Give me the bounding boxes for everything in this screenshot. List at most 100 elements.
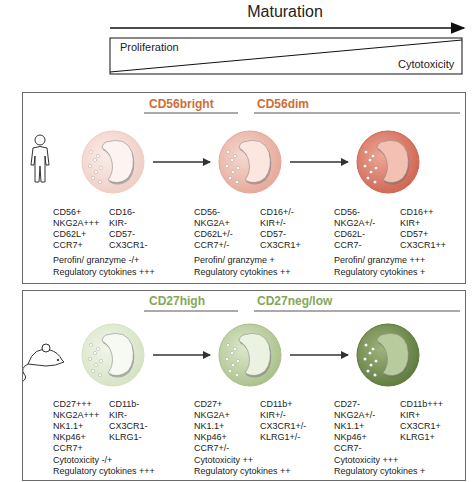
granule bbox=[236, 359, 239, 362]
granule bbox=[228, 369, 231, 372]
granule bbox=[371, 347, 374, 350]
cell-body bbox=[219, 131, 281, 193]
marker-list: CD27+++ NKG2A+++ NK1.1+ NKp46+ CCR7+ bbox=[53, 399, 99, 454]
nk-cell: CD27- NKG2A+/- NK1.1+ NKp46+ CCR7-CD11b+… bbox=[356, 323, 420, 387]
function-line: Regulatory cytokines ++ bbox=[194, 466, 291, 477]
group-bracket bbox=[254, 113, 460, 114]
nk-cell: CD56+ NKG2A+++ CD62L+ CCR7+CD16- KIR- CD… bbox=[81, 130, 145, 194]
granule bbox=[373, 373, 376, 376]
cell-nucleus bbox=[377, 140, 408, 182]
granule bbox=[233, 347, 236, 350]
function-line: Cytotoxicity ++ bbox=[194, 455, 253, 466]
granule bbox=[88, 357, 91, 360]
function-line: Regulatory cytokines + bbox=[334, 267, 425, 278]
subset-header: CD27high bbox=[149, 294, 205, 308]
maturation-connector bbox=[290, 161, 348, 163]
cell-body bbox=[219, 324, 281, 386]
granule bbox=[368, 351, 371, 354]
cell-drawing bbox=[81, 130, 145, 194]
granule bbox=[226, 150, 229, 153]
cell-body bbox=[82, 324, 144, 386]
cell-drawing bbox=[218, 323, 282, 387]
marker-list: CD56+ NKG2A+++ CD62L+ CCR7+ bbox=[53, 207, 99, 251]
cell-body bbox=[357, 324, 419, 386]
granule bbox=[230, 351, 233, 354]
marker-list: CD11b+ KIR+/- CX3CR1+/- KLRG1+/- bbox=[260, 399, 306, 443]
granule bbox=[226, 343, 229, 346]
granule bbox=[233, 154, 236, 157]
granule bbox=[98, 373, 101, 376]
function-line: Perofin/ granzyme + bbox=[194, 255, 275, 266]
granule bbox=[235, 180, 238, 183]
function-line: Cytotoxicity -/+ bbox=[53, 455, 112, 466]
maturation-connector bbox=[153, 161, 210, 163]
granule bbox=[94, 170, 97, 173]
species-panel: CD27high CD27neg/lowCD27+++ NKG2A+++ NK1.… bbox=[22, 290, 466, 481]
function-line: Cytotoxicity +++ bbox=[334, 455, 398, 466]
nk-cell: CD56- NKG2A+ CD62L+/- CCR7+/-CD16+/- KIR… bbox=[218, 130, 282, 194]
function-line: Regulatory cytokines ++ bbox=[194, 267, 291, 278]
granule bbox=[364, 150, 367, 153]
wedge-frame bbox=[110, 38, 462, 74]
marker-list: CD11b- KIR- CX3CR1- KLRG1- bbox=[109, 399, 148, 443]
granule bbox=[88, 164, 91, 167]
granule bbox=[366, 369, 369, 372]
function-line: Regulatory cytokines +++ bbox=[53, 466, 155, 477]
function-line: Regulatory cytokines + bbox=[334, 466, 425, 477]
marker-list: CD56- NKG2A+/- CD62L- CCR7- bbox=[334, 207, 375, 251]
marker-list: CD11b+++ KIR+ CX3CR1+ KLRG1+ bbox=[400, 399, 443, 443]
granule bbox=[236, 166, 239, 169]
mouse-icon bbox=[22, 344, 64, 382]
granule bbox=[371, 154, 374, 157]
subset-header: CD56bright bbox=[149, 97, 214, 111]
maturation-connector bbox=[153, 354, 210, 356]
granule bbox=[99, 166, 102, 169]
function-line: Perofin/ granzyme +++ bbox=[334, 255, 425, 266]
cell-nucleus bbox=[239, 333, 270, 375]
granule bbox=[225, 164, 228, 167]
gradient-label: Proliferation bbox=[120, 41, 179, 53]
function-line: Regulatory cytokines +++ bbox=[53, 267, 155, 278]
granule bbox=[93, 351, 96, 354]
diagram-title: Maturation bbox=[180, 3, 390, 21]
maturation-connector bbox=[290, 354, 348, 356]
marker-list: CD27- NKG2A+/- NK1.1+ NKp46+ CCR7- bbox=[334, 399, 375, 454]
granule bbox=[228, 176, 231, 179]
species-panel: CD56brightCD56dimCD56+ NKG2A+++ CD62L+ C… bbox=[22, 92, 466, 284]
cell-nucleus bbox=[239, 140, 270, 182]
group-bracket bbox=[254, 311, 460, 312]
granule bbox=[94, 363, 97, 366]
gradient-label: Cytotoxicity bbox=[398, 58, 454, 70]
nk-cell: CD27+++ NKG2A+++ NK1.1+ NKp46+ CCR7+CD11… bbox=[81, 323, 145, 387]
granule bbox=[363, 164, 366, 167]
nk-cell: CD27+ NKG2A+ NK1.1+ NKp46+ CCR7+/-CD11b+… bbox=[218, 323, 282, 387]
marker-list: CD16- KIR- CD57- CX3CR1- bbox=[109, 207, 148, 251]
granule bbox=[91, 369, 94, 372]
granule bbox=[96, 347, 99, 350]
granule bbox=[373, 180, 376, 183]
group-bracket bbox=[144, 311, 238, 312]
cell-drawing bbox=[356, 323, 420, 387]
granule bbox=[369, 170, 372, 173]
cell-nucleus bbox=[377, 333, 408, 375]
granule bbox=[235, 373, 238, 376]
marker-list: CD16+/- KIR+/- CD57- CX3CR1+ bbox=[260, 207, 301, 251]
cell-body bbox=[82, 131, 144, 193]
granule bbox=[99, 359, 102, 362]
function-line: Perofin/ granzyme -/+ bbox=[53, 255, 139, 266]
granule bbox=[364, 343, 367, 346]
granule bbox=[93, 158, 96, 161]
maturation-arrow bbox=[110, 27, 464, 29]
marker-list: CD27+ NKG2A+ NK1.1+ NKp46+ CCR7+/- bbox=[194, 399, 230, 454]
subset-header: CD27neg/low bbox=[257, 294, 332, 308]
marker-list: CD56- NKG2A+ CD62L+/- CCR7+/- bbox=[194, 207, 233, 251]
granule bbox=[91, 176, 94, 179]
cell-drawing bbox=[81, 323, 145, 387]
cell-nucleus bbox=[102, 333, 133, 375]
granule bbox=[369, 363, 372, 366]
granule bbox=[366, 176, 369, 179]
granule bbox=[374, 359, 377, 362]
granule bbox=[89, 343, 92, 346]
granule bbox=[363, 357, 366, 360]
cell-drawing bbox=[218, 130, 282, 194]
